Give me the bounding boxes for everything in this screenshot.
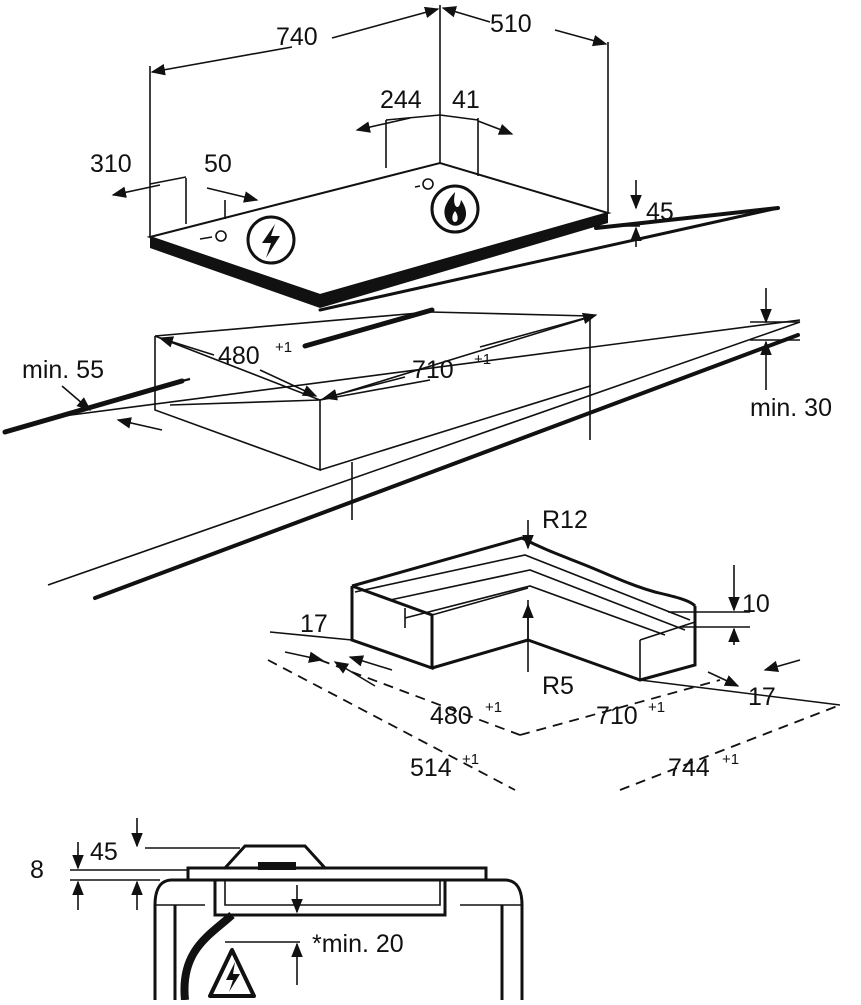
hob-front-edge (150, 237, 320, 308)
section-view: *min. 20 45 8 (30, 818, 524, 1001)
worktop-front-edge (93, 333, 800, 600)
dim-min-thickness: min. 30 (750, 394, 832, 422)
dim-section-step: 8 (30, 856, 44, 884)
dim-cutout-width: 710 (412, 356, 454, 384)
dim-hob-depth: 510 (490, 10, 532, 38)
dim-frame-inner-width: 710 (596, 702, 638, 730)
dim-cutout-width-tol: +1 (474, 351, 491, 368)
dim-hob-width: 740 (276, 23, 318, 51)
hob-right-edge (320, 213, 608, 308)
frame-view: R12 R5 10 17 17 480 +1 710 +1 514 + (267, 506, 841, 791)
dim-gas-offset-x: 244 (380, 86, 422, 114)
dim-frame-border-left: 17 (300, 610, 328, 638)
hob-view: 740 510 244 41 310 50 45 (90, 5, 780, 312)
worktop-edge (594, 206, 780, 230)
dim-section-clearance: *min. 20 (312, 930, 404, 958)
dim-hob-height: 45 (646, 198, 674, 226)
lightning-bolt-icon (246, 215, 296, 265)
dim-electric-offset-y: 50 (204, 150, 232, 178)
cutout-view: 480 +1 710 +1 min. 55 min. 30 (2, 288, 832, 600)
knob-gas (422, 178, 434, 190)
dim-electric-offset-x: 310 (90, 150, 132, 178)
knob-electric (215, 230, 227, 242)
dim-frame-inner-width-tol: +1 (648, 699, 665, 716)
dim-frame-outer-width-tol: +1 (722, 751, 739, 768)
worktop-front-top (318, 206, 780, 312)
worktop-top-edge (47, 319, 801, 419)
worktop-front-left (2, 378, 185, 435)
high-voltage-warning-icon (208, 948, 256, 998)
dim-frame-outer-depth-tol: +1 (462, 751, 479, 768)
dim-cutout-depth: 480 (218, 342, 260, 370)
dim-frame-border-right: 17 (748, 683, 776, 711)
flame-icon (430, 184, 480, 234)
dim-frame-outer-width: 744 (668, 754, 710, 782)
dim-frame-outer-radius: R12 (542, 506, 588, 534)
dim-min-side: min. 55 (22, 356, 104, 384)
dim-frame-inner-depth-tol: +1 (485, 699, 502, 716)
hob-top-surface (146, 161, 612, 297)
dim-frame-step: 10 (742, 590, 770, 618)
dim-gas-offset-y: 41 (452, 86, 480, 114)
worktop-front-mid (302, 307, 435, 349)
dim-cutout-depth-tol: +1 (275, 339, 292, 356)
dim-section-height: 45 (90, 838, 118, 866)
dim-frame-inner-radius: R5 (542, 672, 574, 700)
dim-frame-outer-depth: 514 (410, 754, 452, 782)
dim-frame-inner-depth: 480 (430, 702, 472, 730)
